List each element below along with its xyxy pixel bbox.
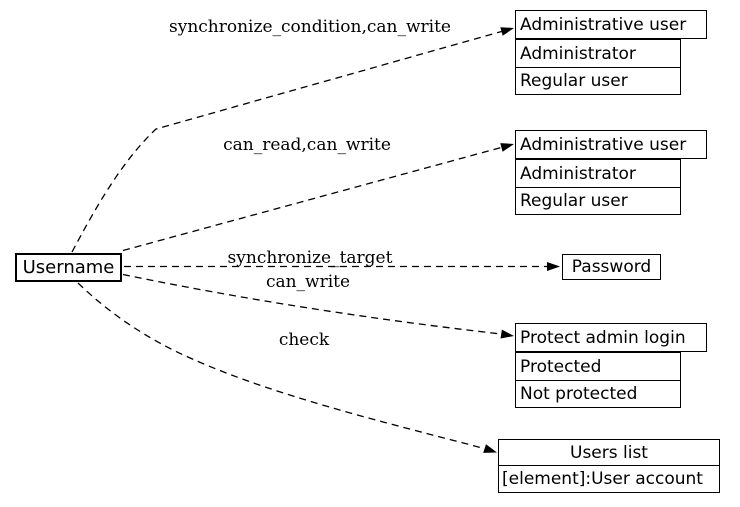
edge-label-can-write: can_write [265,272,351,292]
edge-arrowhead [500,27,514,36]
edge-label-synchronize-target: synchronize_target [227,248,393,268]
combo-3-selected-value: Protect admin login [515,323,707,352]
combo-option: Regular user [516,67,680,94]
node-username-label: Username [22,257,115,278]
combo-3-options: Protected Not protected [515,352,681,408]
node-password-label: Password [571,257,652,277]
edge-label-check: check [278,330,330,350]
combo-1-value-label: Administrative user [520,14,687,35]
edge-label-synchronize-condition-can-write: synchronize_condition,can_write [168,17,452,37]
combo-2-options: Administrator Regular user [515,159,681,215]
edge-label-can-read-can-write: can_read,can_write [223,135,391,155]
users-list-title: Users list [570,442,648,463]
edge-check [77,282,485,450]
combo-option: Protected [520,356,602,377]
edge-arrowhead [500,143,514,152]
combo-option: Regular user [516,187,680,214]
combo-option: Administrator [520,163,636,184]
edge-arrowhead [500,329,514,339]
users-list-element-row: [element]:User account [499,465,719,492]
edge-can-write [122,273,502,335]
combo-1-options: Administrator Regular user [515,39,681,95]
edge-arrowhead [547,262,560,271]
combo-2-value-label: Administrative user [520,134,687,155]
node-users-list: Users list [element]:User account [498,439,720,493]
combo-2-selected-value: Administrative user [515,130,707,159]
node-password: Password [562,254,661,280]
node-username: Username [15,253,122,282]
combo-option: Administrator [520,43,636,64]
edge-arrowhead [483,444,497,453]
combo-1-selected-value: Administrative user [515,10,707,39]
edge-can-read-can-write [122,146,502,252]
combo-3-value-label: Protect admin login [520,327,686,348]
combo-option: Not protected [516,380,680,407]
